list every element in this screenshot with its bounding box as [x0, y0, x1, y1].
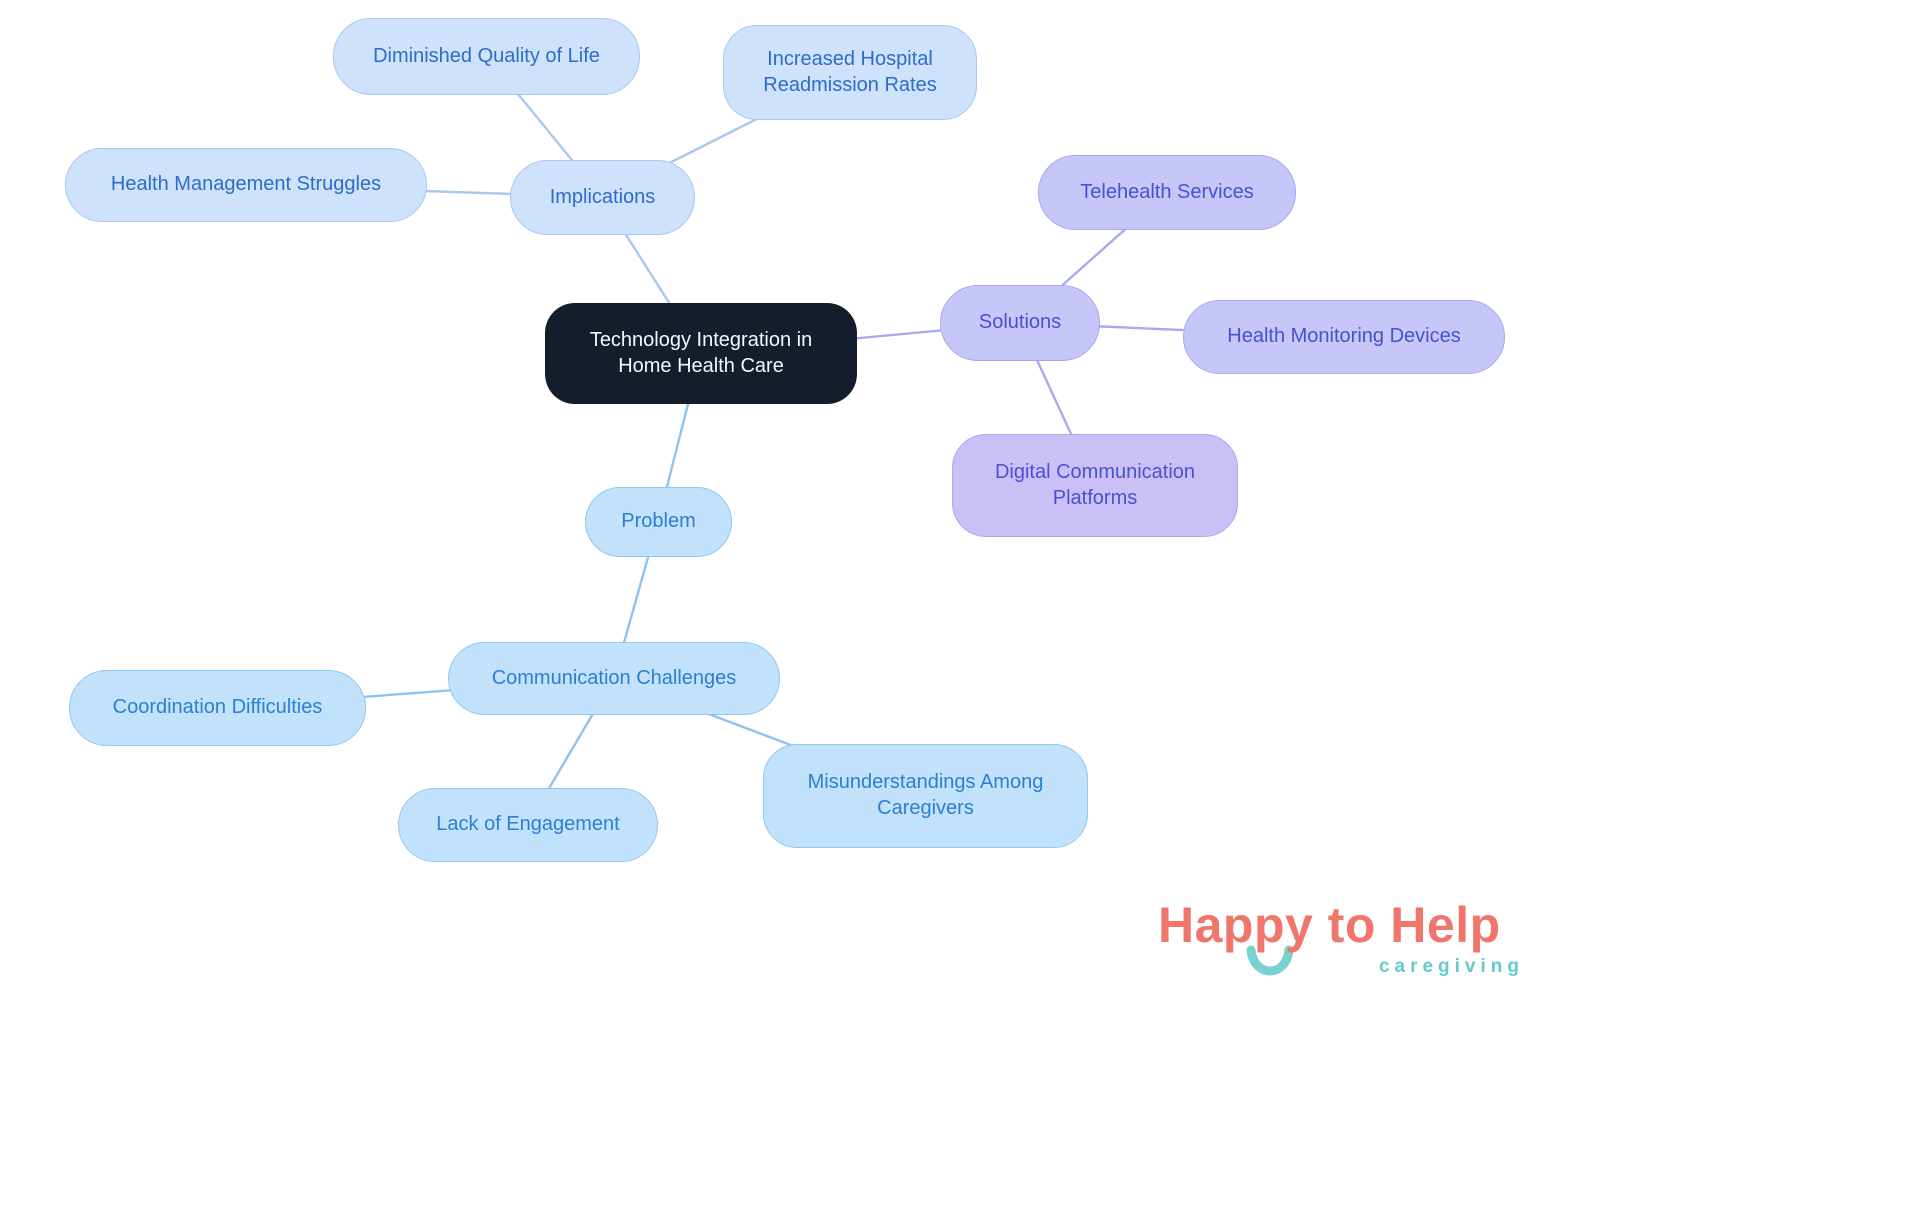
node-diminished-quality-of-life[interactable]: Diminished Quality of Life	[333, 18, 640, 95]
node-digital-communication-platforms[interactable]: Digital Communication Platforms	[952, 434, 1238, 537]
logo-tagline-text: caregiving	[1378, 956, 1524, 977]
node-solutions[interactable]: Solutions	[940, 285, 1100, 361]
smile-icon	[1246, 945, 1294, 976]
node-center-technology-integration[interactable]: Technology Integration in Home Health Ca…	[545, 303, 857, 404]
node-coordination-difficulties[interactable]: Coordination Difficulties	[69, 670, 366, 746]
node-increased-hospital-readmission-rates[interactable]: Increased Hospital Readmission Rates	[723, 25, 977, 120]
node-health-management-struggles[interactable]: Health Management Struggles	[65, 148, 427, 222]
node-telehealth-services[interactable]: Telehealth Services	[1038, 155, 1296, 230]
node-problem[interactable]: Problem	[585, 487, 732, 557]
happy-to-help-logo: Happy to Help caregiving	[1158, 896, 1524, 978]
node-misunderstandings-among-caregivers[interactable]: Misunderstandings Among Caregivers	[763, 744, 1088, 848]
node-implications[interactable]: Implications	[510, 160, 695, 235]
logo-brand-text: Happy to Help	[1158, 897, 1501, 953]
node-health-monitoring-devices[interactable]: Health Monitoring Devices	[1183, 300, 1505, 374]
node-communication-challenges[interactable]: Communication Challenges	[448, 642, 780, 715]
node-lack-of-engagement[interactable]: Lack of Engagement	[398, 788, 658, 862]
